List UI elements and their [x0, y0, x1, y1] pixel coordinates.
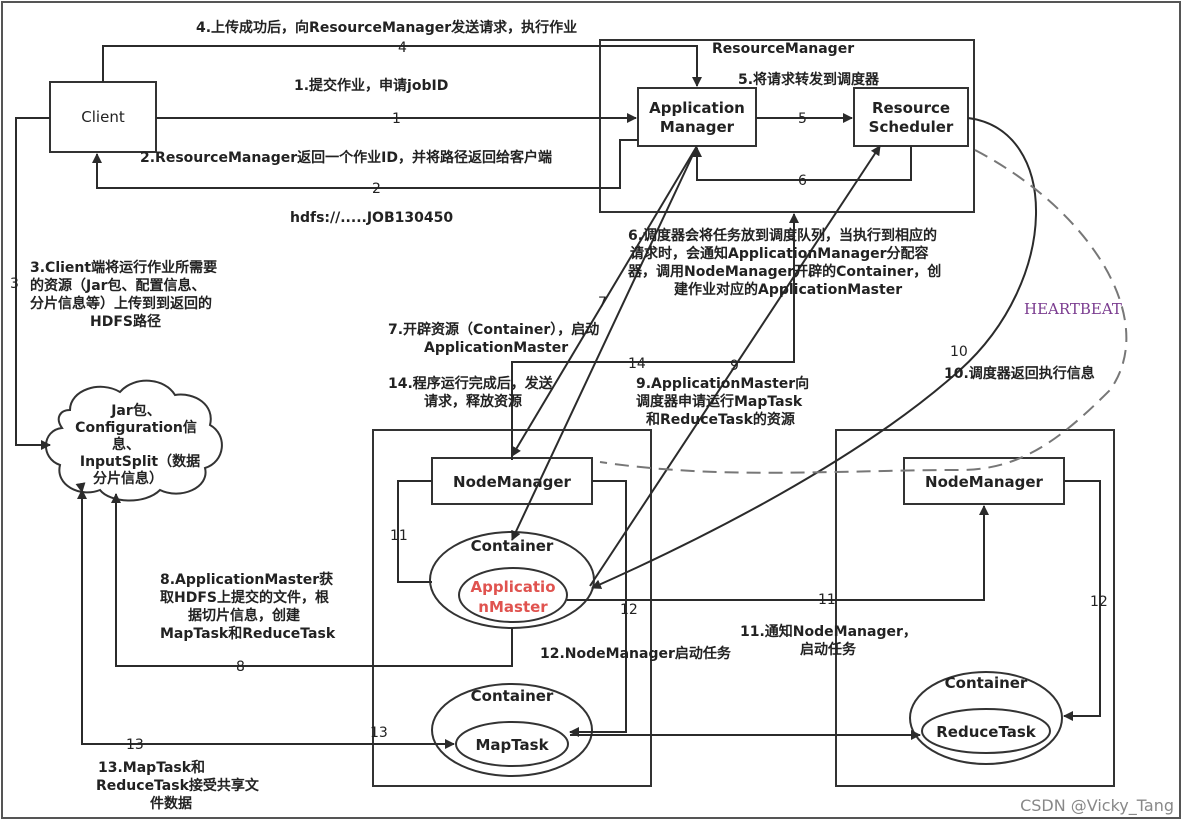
arrow-8 [111, 493, 513, 667]
num-13-b: 13 [370, 725, 388, 741]
step-3-line2: 的资源（Jar包、配置信息、 [30, 277, 206, 294]
step-2-text: 2.ResourceManager返回一个作业ID，并将路径返回给客户端 [140, 149, 552, 166]
num-6: 6 [798, 173, 807, 189]
node-manager-right-label: NodeManager [925, 473, 1044, 491]
step-3-line3: 分片信息等）上传到到返回的 [30, 295, 212, 312]
step-4-text: 4.上传成功后，向ResourceManager发送请求，执行作业 [196, 19, 577, 36]
arrow-9 [589, 145, 881, 587]
cloud-line4: InputSplit（数据 [80, 453, 200, 470]
arrow-12-right [1063, 480, 1101, 721]
num-11-left: 11 [390, 528, 408, 544]
step-6-line2: 请求时，会通知ApplicationManager分配容 [630, 245, 929, 262]
arrow-3 [15, 117, 51, 450]
cloud-line5: 分片信息） [93, 470, 163, 487]
app-master-ellipse [458, 567, 568, 623]
step-13-line2: ReduceTask接受共享文 [96, 777, 260, 794]
client-label: Client [81, 108, 125, 126]
step-9-line3: 和ReduceTask的资源 [646, 411, 795, 428]
step-8-line1: 8.ApplicationMaster获 [160, 571, 333, 588]
num-4: 4 [398, 40, 407, 56]
cloud-line1: Jar包、 [110, 402, 161, 419]
application-manager-box [637, 87, 757, 147]
step-11-line2: 启动任务 [800, 641, 857, 658]
node-manager-left-label: NodeManager [453, 473, 572, 491]
container-reduce-label: Container [945, 674, 1028, 692]
step-6-line4: 建作业对应的ApplicationMaster [674, 281, 902, 298]
step-13-line1: 13.MapTask和 [98, 760, 205, 776]
arrow-12-left [569, 480, 627, 737]
app-master-line2: nMaster [478, 598, 548, 616]
scheduler-line2: Scheduler [869, 118, 954, 136]
num-12-right: 12 [1090, 594, 1108, 610]
step-9-line1: 9.ApplicationMaster向 [636, 375, 809, 392]
step-2-path: hdfs://.....JOB130450 [290, 210, 453, 226]
num-3: 3 [10, 276, 19, 292]
resource-scheduler-box [853, 87, 969, 147]
arrow-4 [102, 45, 702, 87]
num-14: 14 [628, 356, 646, 372]
step-10-text: 10.调度器返回执行信息 [944, 365, 1095, 382]
reduce-task-ellipse [921, 708, 1051, 754]
num-13-a: 13 [126, 737, 144, 753]
resource-manager-box [599, 39, 975, 213]
step-8-line4: MapTask和ReduceTask [160, 626, 336, 642]
app-master-line1: Applicatio [471, 578, 556, 596]
arrow-11-right [567, 505, 989, 601]
num-1: 1 [392, 111, 401, 127]
step-5-text: 5.将请求转发到调度器 [738, 71, 880, 88]
container-am-label: Container [471, 537, 554, 555]
cloud-line3: 息、 [112, 436, 140, 453]
step-14-line1: 14.程序运行完成后，发送 [388, 375, 554, 392]
watermark: CSDN @Vicky_Tang [1020, 796, 1174, 815]
step-12-text: 12.NodeManager启动任务 [540, 645, 732, 662]
heartbeat-label: HEARTBEAT [1024, 300, 1122, 318]
arrow-10 [591, 117, 1037, 589]
step-8-line2: 取HDFS上提交的文件，根 [160, 589, 330, 606]
step-13-line3: 件数据 [150, 795, 192, 812]
step-9-line2: 调度器申请运行MapTask [636, 393, 803, 410]
arrow-7-a [511, 145, 698, 457]
resource-manager-label: ResourceManager [712, 41, 854, 57]
num-9: 9 [730, 358, 739, 374]
step-8-line3: 据切片信息，创建 [188, 607, 300, 624]
step-3-line1: 3.Client端将运行作业所需要 [30, 259, 217, 276]
step-1-text: 1.提交作业，申请jobID [294, 77, 448, 94]
step-11-line1: 11.通知NodeManager， [740, 623, 917, 640]
app-manager-line2: Manager [660, 118, 735, 136]
num-10: 10 [950, 344, 968, 360]
arrow-14 [511, 213, 799, 460]
num-12-left: 12 [620, 602, 638, 618]
map-task-ellipse [455, 721, 569, 767]
heartbeat-loop [599, 149, 1128, 474]
num-7: 7 [598, 295, 607, 311]
num-8: 8 [236, 659, 245, 675]
arrow-2 [92, 139, 638, 189]
num-11-right: 11 [818, 592, 836, 608]
app-manager-line1: Application [649, 99, 745, 117]
reduce-task-label: ReduceTask [936, 723, 1037, 741]
arrow-7-b [511, 145, 698, 541]
container-map-label: Container [471, 687, 554, 705]
scheduler-line1: Resource [872, 99, 950, 117]
step-7-line2: ApplicationMaster [424, 340, 568, 356]
num-2: 2 [372, 181, 381, 197]
step-6-line1: 6.调度器会将任务放到调度队列，当执行到相应的 [628, 227, 937, 244]
map-task-label: MapTask [475, 736, 549, 754]
arrow-6 [692, 146, 912, 181]
step-3-line4: HDFS路径 [90, 313, 161, 330]
step-14-line2: 请求，释放资源 [424, 393, 522, 410]
right-node-box [835, 429, 1115, 787]
cloud-line2: Configuration信 [75, 419, 197, 436]
step-6-line3: 器，调用NodeManager开辟的Container，创 [627, 263, 941, 280]
num-5: 5 [798, 111, 807, 127]
step-7-line1: 7.开辟资源（Container），启动 [388, 321, 599, 338]
